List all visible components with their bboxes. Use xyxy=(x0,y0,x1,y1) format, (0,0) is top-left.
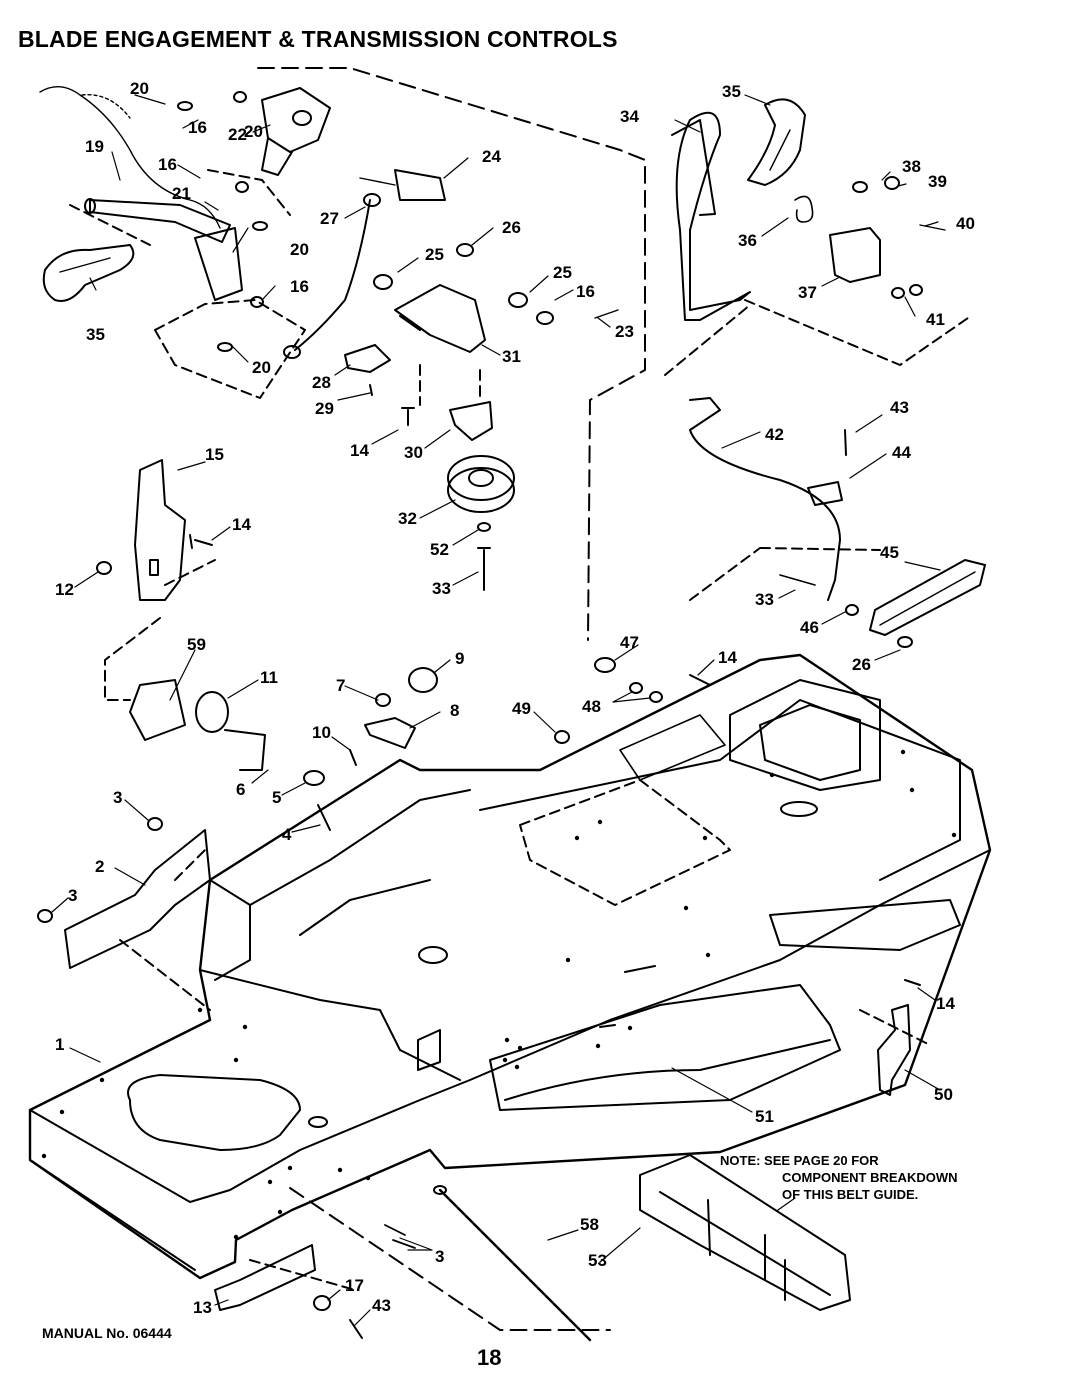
callout-30: 30 xyxy=(404,443,423,462)
callout-43: 43 xyxy=(372,1296,391,1315)
callout-33: 33 xyxy=(432,579,451,598)
callout-49: 49 xyxy=(512,699,531,718)
callout-27: 27 xyxy=(320,209,339,228)
callout-11: 11 xyxy=(260,668,278,687)
callout-14: 14 xyxy=(718,648,737,667)
callout-44: 44 xyxy=(892,443,911,462)
callout-20: 20 xyxy=(244,122,263,141)
callout-4: 4 xyxy=(282,825,292,844)
callout-28: 28 xyxy=(312,373,331,392)
callout-45: 45 xyxy=(880,543,899,562)
callout-39: 39 xyxy=(928,172,947,191)
callout-5: 5 xyxy=(272,788,281,807)
callout-42: 42 xyxy=(765,425,784,444)
callout-7: 7 xyxy=(336,676,345,695)
note-line-2: COMPONENT BREAKDOWN xyxy=(782,1170,958,1185)
callout-59: 59 xyxy=(187,635,206,654)
callout-52: 52 xyxy=(430,540,449,559)
callout-1: 1 xyxy=(55,1035,64,1054)
callout-23: 23 xyxy=(615,322,634,341)
callout-38: 38 xyxy=(902,157,921,176)
page-title: BLADE ENGAGEMENT & TRANSMISSION CONTROLS xyxy=(18,26,618,52)
callout-2: 2 xyxy=(95,857,104,876)
callout-3: 3 xyxy=(435,1247,444,1266)
callout-3: 3 xyxy=(113,788,122,807)
callout-51: 51 xyxy=(755,1107,774,1126)
callout-12: 12 xyxy=(55,580,74,599)
callout-31: 31 xyxy=(502,347,521,366)
callout-14: 14 xyxy=(936,994,955,1013)
note-line-1: NOTE: SEE PAGE 20 FOR xyxy=(720,1153,879,1168)
callout-3: 3 xyxy=(68,886,77,905)
callout-40: 40 xyxy=(956,214,975,233)
note-line-3: OF THIS BELT GUIDE. xyxy=(782,1187,919,1202)
callout-25: 25 xyxy=(425,245,444,264)
callout-21: 21 xyxy=(172,184,191,203)
callout-22: 22 xyxy=(228,125,247,144)
callout-41: 41 xyxy=(926,310,945,329)
belt-guide-note: NOTE: SEE PAGE 20 FOR COMPONENT BREAKDOW… xyxy=(720,1152,958,1203)
callout-17: 17 xyxy=(345,1276,364,1295)
manual-number: MANUAL No. 06444 xyxy=(42,1325,172,1341)
callout-16: 16 xyxy=(158,155,177,174)
callout-24: 24 xyxy=(482,147,501,166)
callout-16: 16 xyxy=(290,277,309,296)
callout-34: 34 xyxy=(620,107,639,126)
callout-6: 6 xyxy=(236,780,245,799)
callout-16: 16 xyxy=(188,118,207,137)
callout-53: 53 xyxy=(588,1251,607,1270)
callout-29: 29 xyxy=(315,399,334,418)
callout-26: 26 xyxy=(852,655,871,674)
callout-46: 46 xyxy=(800,618,819,637)
callout-9: 9 xyxy=(455,649,464,668)
callout-14: 14 xyxy=(350,441,369,460)
callout-25: 25 xyxy=(553,263,572,282)
callout-48: 48 xyxy=(582,697,601,716)
callout-14: 14 xyxy=(232,515,251,534)
callout-35: 35 xyxy=(86,325,105,344)
callout-16: 16 xyxy=(576,282,595,301)
callout-20: 20 xyxy=(130,79,149,98)
callout-8: 8 xyxy=(450,701,459,720)
callout-33: 33 xyxy=(755,590,774,609)
callout-26: 26 xyxy=(502,218,521,237)
callout-58: 58 xyxy=(580,1215,599,1234)
callout-50: 50 xyxy=(934,1085,953,1104)
callout-43: 43 xyxy=(890,398,909,417)
callout-35: 35 xyxy=(722,82,741,101)
callout-15: 15 xyxy=(205,445,224,464)
callout-32: 32 xyxy=(398,509,417,528)
callout-19: 19 xyxy=(85,137,104,156)
callout-36: 36 xyxy=(738,231,757,250)
callout-20: 20 xyxy=(290,240,309,259)
frame-assembly xyxy=(28,653,992,1280)
callout-37: 37 xyxy=(798,283,817,302)
page-number: 18 xyxy=(477,1345,502,1370)
callout-10: 10 xyxy=(312,723,331,742)
callout-13: 13 xyxy=(193,1298,212,1317)
callout-47: 47 xyxy=(620,633,639,652)
callout-20: 20 xyxy=(252,358,271,377)
